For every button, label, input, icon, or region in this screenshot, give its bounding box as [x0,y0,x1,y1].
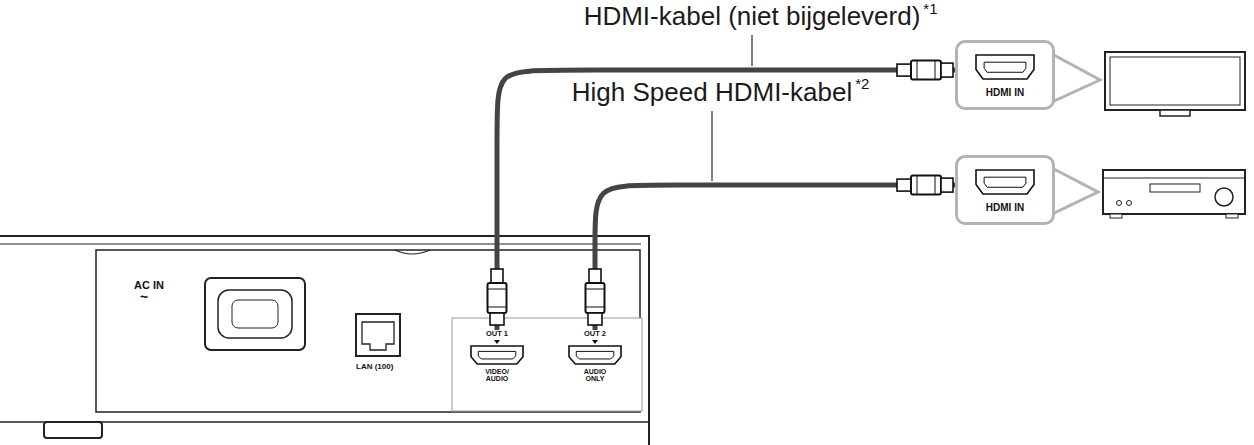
down-triangle [494,340,500,344]
ac-socket-inner [218,290,292,338]
hdmi-port-symbol [976,55,1034,79]
port-name: OUT 2 [584,330,606,338]
hdmi-port-icon [974,168,1036,196]
cables [497,70,955,330]
hdmi-port-icon [974,53,1036,81]
hdmi-port-icon [469,340,525,366]
hdmi-port-inner [984,177,1026,187]
connector-name: AC IN [134,279,164,292]
plug-body [911,176,941,195]
hdmi-input-box: HDMI IN [955,40,1055,110]
hdmi-input-box: HDMI IN [955,155,1055,225]
hdmi-port-outline [471,346,523,364]
hdmi-port-outline [976,55,1034,79]
plug-body [488,283,507,313]
plug-strain-relief [897,64,912,76]
lan-jack-frame [356,314,400,356]
leader-line [711,111,713,181]
plug-tip [941,178,953,192]
hdmi-cable [595,185,955,330]
hdmi-plug [586,269,605,325]
callout-wedge [1052,54,1100,102]
callout-wedge [1052,168,1098,214]
player-foot [44,422,102,438]
receiver-display [1150,184,1200,192]
port-function: VIDEO/ AUDIO [479,368,515,383]
plug-strain-relief [589,269,601,284]
cable-label: HDMI-kabel (niet bijgeleverd) [582,2,923,32]
player-outline [0,236,649,445]
player-top-edge [0,243,641,244]
hdmi-port-symbol [976,170,1034,194]
leader-lines [712,35,752,181]
ac-symbol: ~ [140,289,148,305]
receiver-button [1117,201,1122,206]
hdmi-plug [897,176,953,195]
hdmi-port-inner [478,351,515,359]
hdmi-plug [488,269,507,325]
tv-frame [1105,52,1245,110]
plug-tip [588,313,602,325]
hdmi-output-port: OUT 1 VIDEO/ AUDIO [462,330,532,382]
plug-tip [490,313,504,325]
receiver-button [1127,201,1132,206]
plug-ridge [917,61,935,80]
hdmi-port-inner [984,62,1026,72]
ac-socket [205,278,305,350]
ac-socket-core [232,300,278,328]
plug-body [586,283,605,313]
tv-stand [1160,110,1190,116]
plug-strain-relief [897,179,912,191]
plug-ridge [586,289,605,307]
port-label: HDMI IN [986,202,1024,213]
footnote-mark: *2 [855,75,869,92]
port-label: HDMI IN [986,87,1024,98]
av-receiver [1052,168,1245,218]
hdmi-output-port: OUT 2 AUDIO ONLY [560,330,630,382]
hdmi-port-symbol [471,340,523,364]
receiver-top-line [1103,178,1245,179]
ac-socket-frame [205,278,305,350]
down-triangle [592,340,598,344]
port-name: OUT 1 [486,330,508,338]
port-function: AUDIO ONLY [577,368,613,383]
tv [1052,52,1245,116]
cable-label: High Speed HDMI-kabel [570,78,854,108]
hdmi-port-panel [452,318,642,411]
hdmi-plug [897,61,953,80]
plug-tip [941,63,953,77]
connector-name: LAN (100) [356,362,393,371]
plug-ridge [488,289,507,307]
plugs [488,61,954,325]
plug-ridge [917,176,935,195]
receiver-body [1103,170,1245,214]
panel-notch [395,250,430,254]
hdmi-cable [497,70,955,330]
hdmi-port-outline [976,170,1034,194]
hdmi-port-inner [576,351,613,359]
player-body [0,236,649,445]
receiver-foot [1226,214,1238,218]
receiver-foot [1110,214,1122,218]
receiver-knob [1215,188,1233,206]
footnote-mark: *1 [923,0,937,17]
tv-screen [1110,57,1240,105]
plug-strain-relief [491,269,503,284]
plug-body [911,61,941,80]
leader-line [751,35,753,66]
lan-jack [356,314,400,356]
hdmi-port-symbol [569,340,621,364]
hdmi-port-outline [569,346,621,364]
hdmi-port-icon [567,340,623,366]
lan-jack-socket [362,322,394,350]
